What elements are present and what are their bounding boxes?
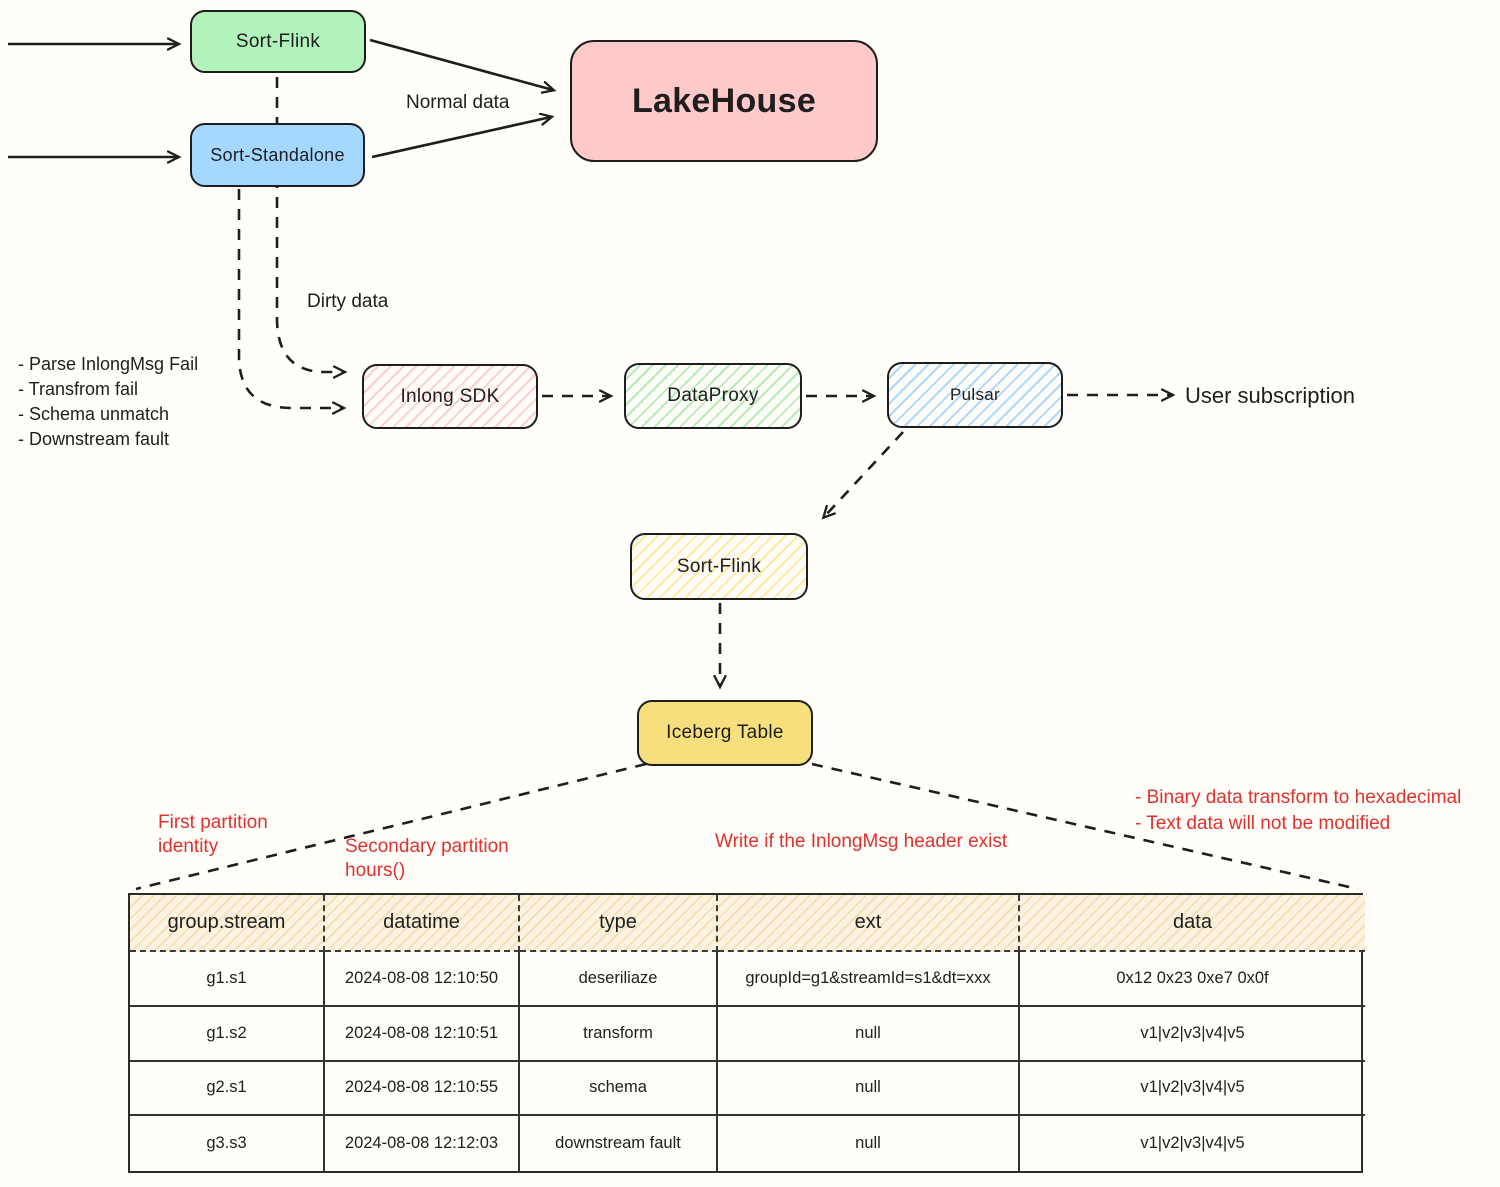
table-cell: 2024-08-08 12:10:55 xyxy=(325,1061,520,1117)
dirty-reason-item: - Downstream fault xyxy=(18,429,170,449)
edge-pulsar-to-sort-flink-dirty xyxy=(824,431,904,517)
dirty-reason-item: - Schema unmatch xyxy=(18,404,170,424)
edge-sort-flink-to-lakehouse xyxy=(369,38,553,90)
node-dataproxy: DataProxy xyxy=(624,363,802,429)
table-cell: transform xyxy=(520,1006,718,1062)
table-cell: null xyxy=(718,1061,1020,1117)
edge-iceberg-to-table-right xyxy=(811,762,1359,891)
node-iceberg-table: Iceberg Table xyxy=(637,700,813,766)
annotation-binary-line1: - Binary data transform to hexadecimal xyxy=(1135,787,1462,808)
table-cell: 2024-08-08 12:12:03 xyxy=(325,1116,520,1171)
table-cell: g1.s1 xyxy=(130,952,325,1007)
iceberg-data-table: group.stream datatime type ext data g1.s… xyxy=(128,893,1365,1173)
table-header-group-stream: group.stream xyxy=(130,895,325,952)
node-iceberg-table-label: Iceberg Table xyxy=(666,722,784,743)
table-cell: 0x12 0x23 0xe7 0x0f xyxy=(1020,952,1365,1007)
node-sort-standalone: Sort-Standalone xyxy=(190,123,365,187)
node-pulsar-label: Pulsar xyxy=(950,385,1000,404)
label-user-subscription: User subscription xyxy=(1185,383,1355,408)
table-header-data: data xyxy=(1020,895,1365,952)
node-sort-standalone-label: Sort-Standalone xyxy=(210,144,345,165)
node-sort-flink-top-label: Sort-Flink xyxy=(235,30,321,52)
node-lakehouse: LakeHouse xyxy=(570,40,878,162)
table-cell: null xyxy=(718,1116,1020,1171)
annotation-first-partition-line1: First partition xyxy=(158,812,268,833)
table-cell: schema xyxy=(520,1061,718,1117)
annotation-secondary-partition-line1: Secondary partition xyxy=(345,836,509,857)
table-cell: g1.s2 xyxy=(130,1006,325,1062)
node-sort-flink-dirty: Sort-Flink xyxy=(630,533,808,600)
table-header-datatime: datatime xyxy=(325,895,520,952)
edge-sort-standalone-to-lakehouse xyxy=(371,117,551,159)
label-dirty-data: Dirty data xyxy=(307,291,389,312)
dirty-reason-item: - Transfrom fail xyxy=(18,379,139,399)
edge-sort-standalone-dirty-to-inlong-sdk xyxy=(237,189,343,408)
edge-sort-flink-dirty-to-inlong-sdk xyxy=(275,77,344,372)
table-cell: groupId=g1&streamId=s1&dt=xxx xyxy=(718,952,1020,1007)
annotation-write-if-header: Write if the InlongMsg header exist xyxy=(715,831,1008,852)
annotation-binary-line2: - Text data will not be modified xyxy=(1135,813,1391,834)
table-cell: g3.s3 xyxy=(130,1116,325,1171)
table-cell: 2024-08-08 12:10:50 xyxy=(325,952,520,1007)
table-header-ext: ext xyxy=(718,895,1020,952)
table-cell: g2.s1 xyxy=(130,1061,325,1117)
table-cell: deseriliaze xyxy=(520,952,718,1007)
edge-iceberg-to-table-left xyxy=(135,762,647,891)
dirty-reasons-list: - Parse InlongMsg Fail - Transfrom fail … xyxy=(18,352,198,452)
node-dataproxy-label: DataProxy xyxy=(667,385,759,406)
node-lakehouse-label: LakeHouse xyxy=(631,81,817,120)
table-header-type: type xyxy=(520,895,718,952)
label-normal-data: Normal data xyxy=(406,92,510,113)
annotation-first-partition-line2: identity xyxy=(158,836,219,857)
node-inlong-sdk-label: Inlong SDK xyxy=(400,385,500,407)
node-sort-flink-top: Sort-Flink xyxy=(190,10,366,73)
table-cell: downstream fault xyxy=(520,1116,718,1171)
table-cell: v1|v2|v3|v4|v5 xyxy=(1140,1134,1245,1153)
table-cell: 2024-08-08 12:10:51 xyxy=(325,1006,520,1062)
node-sort-flink-dirty-label: Sort-Flink xyxy=(676,555,762,577)
node-pulsar: Pulsar xyxy=(887,362,1063,428)
table-cell: v1|v2|v3|v4|v5 xyxy=(1020,1062,1365,1117)
table-cell: null xyxy=(718,1006,1020,1062)
dirty-reason-item: - Parse InlongMsg Fail xyxy=(18,354,199,374)
table-cell: v1|v2|v3|v4|v5 xyxy=(1020,1007,1365,1062)
node-inlong-sdk: Inlong SDK xyxy=(362,364,538,429)
annotation-secondary-partition-line2: hours() xyxy=(345,860,406,881)
